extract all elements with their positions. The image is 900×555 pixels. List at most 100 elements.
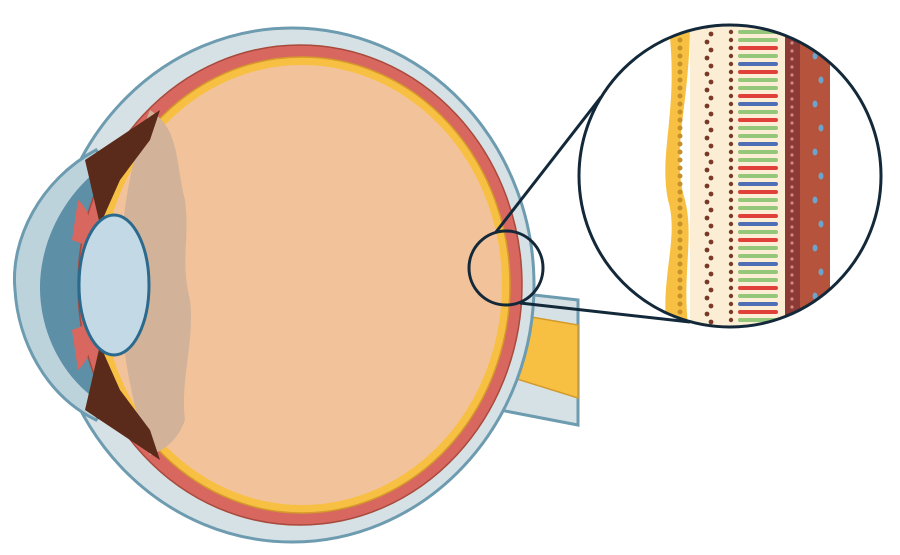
photoreceptor-segment — [738, 286, 778, 290]
photoreceptor-nucleus — [728, 181, 734, 187]
photoreceptor-nucleus — [728, 29, 734, 35]
blood-cell — [818, 220, 824, 228]
bipolar-cell — [704, 167, 710, 173]
photoreceptor-nucleus — [728, 293, 734, 299]
bipolar-cell — [704, 263, 710, 269]
photoreceptor-nucleus — [728, 309, 734, 315]
ganglion-cell — [677, 301, 683, 307]
rpe-cell — [790, 209, 794, 213]
photoreceptor-segment — [738, 334, 778, 338]
photoreceptor-segment — [738, 310, 778, 314]
photoreceptor-nucleus — [728, 221, 734, 227]
photoreceptor-segment — [738, 246, 778, 250]
photoreceptor-nucleus — [728, 301, 734, 307]
bipolar-cell — [704, 39, 710, 45]
rpe-cell — [790, 41, 794, 45]
ganglion-cell — [677, 125, 683, 131]
ganglion-cell — [677, 77, 683, 83]
photoreceptor-nucleus — [729, 334, 733, 338]
ganglion-cell — [677, 245, 683, 251]
ganglion-cell — [677, 109, 683, 115]
blood-cell — [818, 124, 824, 132]
photoreceptor-nucleus — [728, 229, 734, 235]
ganglion-cell — [677, 85, 683, 91]
rpe-cell — [790, 193, 794, 197]
bipolar-cell — [708, 111, 714, 117]
rpe-cell — [790, 177, 794, 181]
bipolar-cell — [708, 287, 714, 293]
bipolar-cell — [708, 159, 714, 165]
ganglion-cell — [677, 285, 683, 291]
photoreceptor-segment — [738, 222, 778, 226]
photoreceptor-nucleus — [728, 197, 734, 203]
blood-cell — [812, 292, 818, 300]
bipolar-cell — [708, 127, 714, 133]
photoreceptor-segment — [738, 54, 778, 58]
rpe-cell — [790, 297, 794, 301]
photoreceptor-nucleus — [728, 157, 734, 163]
bipolar-cell — [704, 119, 710, 125]
rpe-cell — [790, 161, 794, 165]
bipolar-cell — [704, 247, 710, 253]
photoreceptor-nucleus — [728, 45, 734, 51]
bipolar-cell — [704, 103, 710, 109]
rpe-cell — [790, 273, 794, 277]
rpe-cell — [790, 169, 794, 173]
bipolar-cell — [708, 95, 714, 101]
photoreceptor-segment — [738, 294, 778, 298]
photoreceptor-segment — [738, 150, 778, 154]
rpe-cell — [790, 241, 794, 245]
rpe-cell — [790, 321, 794, 325]
photoreceptor-segment — [738, 166, 778, 170]
photoreceptor-nucleus — [728, 277, 734, 283]
blood-cell — [812, 244, 818, 252]
magnifier-circle — [577, 23, 883, 329]
photoreceptor-nucleus — [728, 109, 734, 115]
photoreceptor-segment — [738, 182, 778, 186]
rpe-cell — [790, 57, 794, 61]
photoreceptor-segment — [738, 254, 778, 258]
rpe-cell — [790, 49, 794, 53]
photoreceptor-nucleus — [728, 133, 734, 139]
ganglion-cell — [677, 93, 683, 99]
photoreceptor-nucleus — [728, 245, 734, 251]
ganglion-cell — [677, 165, 683, 171]
bipolar-cell — [704, 311, 710, 317]
bipolar-cell — [704, 215, 710, 221]
photoreceptor-segment — [738, 126, 778, 130]
ganglion-cell — [677, 221, 683, 227]
ganglion-cell — [677, 229, 683, 235]
photoreceptor-segment — [738, 198, 778, 202]
rpe-cell — [790, 105, 794, 109]
photoreceptor-nucleus — [728, 253, 734, 259]
ganglion-cell — [678, 334, 683, 339]
rpe-cell — [790, 89, 794, 93]
rpe-cell — [790, 249, 794, 253]
ganglion-cell — [677, 261, 683, 267]
photoreceptor-nucleus — [728, 101, 734, 107]
bipolar-cell — [704, 183, 710, 189]
photoreceptor-nucleus — [728, 237, 734, 243]
photoreceptor-nucleus — [728, 61, 734, 67]
rpe-cell — [790, 65, 794, 69]
bipolar-cell — [708, 223, 714, 229]
rpe-cell — [790, 33, 794, 37]
ganglion-cell — [677, 293, 683, 299]
bipolar-cell — [704, 87, 710, 93]
rpe-cell — [790, 185, 794, 189]
blood-cell — [818, 316, 824, 324]
ganglion-cell — [677, 157, 683, 163]
rpe-cell — [790, 329, 793, 332]
photoreceptor-nucleus — [728, 37, 734, 43]
photoreceptor-segment — [738, 86, 778, 90]
blood-cell — [812, 148, 818, 156]
photoreceptor-segment — [738, 142, 778, 146]
photoreceptor-segment — [738, 270, 778, 274]
photoreceptor-segment — [738, 70, 778, 74]
ganglion-cell — [677, 53, 683, 59]
ganglion-cell — [677, 213, 683, 219]
photoreceptor-segment — [738, 302, 778, 306]
photoreceptor-nucleus — [728, 141, 734, 147]
rpe-cell — [790, 113, 794, 117]
